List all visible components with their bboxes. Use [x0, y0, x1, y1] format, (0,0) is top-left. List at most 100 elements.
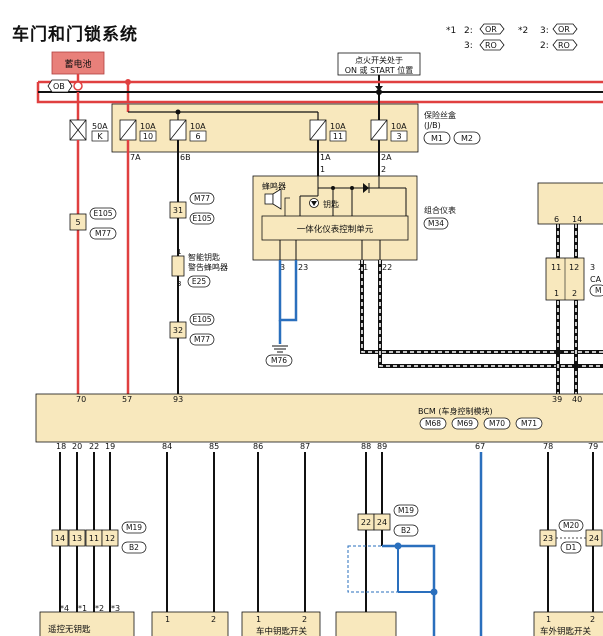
combo-unit-label: 一体化仪表控制单元 [297, 224, 374, 235]
outer-key-switch [533, 611, 603, 636]
comp3-pin2: 2 [590, 615, 595, 624]
bcm-label: BCM (车身控制模块) [418, 406, 493, 416]
combo-key-label: 钥匙 [323, 199, 339, 209]
bcm-pin-79: 79 [588, 442, 598, 451]
bcm-pin-93: 93 [173, 395, 183, 404]
note2-conn2 [552, 39, 578, 51]
right-block-pin1: 6 [554, 215, 559, 224]
fuse-box-label2: (J/B) [424, 121, 441, 130]
m19-pin-11: 11 [89, 534, 99, 543]
fuse-11-id: 11 [333, 132, 343, 141]
m19-pin-13: 13 [72, 534, 82, 543]
bcm-pin-18: 18 [56, 442, 66, 451]
note2-value1: 3: [540, 26, 549, 36]
fuse-pin-6b: 6B [180, 153, 191, 162]
fuse-3-id: 3 [396, 132, 401, 141]
note1-conn2-label: RO [485, 41, 497, 50]
fuse-box-conn2-label: M2 [461, 134, 473, 143]
center-key-switch [241, 611, 321, 636]
note1-value1: 2: [464, 26, 473, 36]
power-bus [36, 74, 603, 104]
bcm-conn-m70: M70 [489, 419, 505, 428]
m77-pin-label: 31 [173, 206, 183, 215]
m20-conn1: M20 [563, 521, 579, 530]
comp1-pin1: 1 [165, 615, 170, 624]
bcm-pin-84: 84 [162, 442, 172, 451]
combo-pin2: 2 [381, 165, 386, 174]
m77-conn2: E105 [192, 214, 211, 223]
m19-conn1: M19 [126, 523, 142, 532]
m19b-conn2: B2 [401, 526, 411, 535]
bcm-pin-85: 85 [209, 442, 219, 451]
m20-pin-24: 24 [589, 534, 599, 543]
fuse-pin-7a: 7A [130, 153, 141, 162]
key-buzzer-pin2: 3 [177, 280, 181, 288]
ob-connector [47, 79, 73, 93]
page-title: 车门和门锁系统 [12, 25, 138, 45]
can-label2: CA [590, 275, 602, 284]
comp2-pin1: 1 [256, 615, 261, 624]
conn32-conn1: E105 [192, 315, 211, 324]
can-label: 3 [590, 263, 595, 272]
combo-buzzer-label: 蜂鸣器 [262, 181, 286, 191]
bcm-pin-67: 67 [475, 442, 485, 451]
star-4: *4 [60, 604, 69, 613]
fuse-box-conn1 [423, 131, 451, 145]
conn32-pin-label: 32 [173, 326, 183, 335]
note1-conn1 [479, 23, 505, 35]
m19-conn2: B2 [129, 543, 139, 552]
note1-value2: 3: [464, 41, 473, 51]
can-pin-12: 12 [569, 263, 579, 272]
note2-mark: *2 [518, 26, 528, 36]
bcm-pin-40: 40 [572, 395, 582, 404]
m19b-conn1: M19 [398, 506, 414, 515]
combo-label: 组合仪表 [424, 205, 456, 215]
fuse-box-conn1-label: M1 [431, 134, 443, 143]
remote-keyless-box [39, 611, 135, 636]
fuse-pin-1a: 1A [320, 153, 331, 162]
component-84-85 [151, 611, 229, 636]
m20-pin-23: 23 [543, 534, 553, 543]
note2-conn2-label: RO [558, 41, 570, 50]
combo-conn: M34 [428, 219, 444, 228]
m19-pin-12: 12 [105, 534, 115, 543]
bcm-pin-89: 89 [377, 442, 387, 451]
e105-conn2: M77 [95, 229, 111, 238]
fuse-pin-2a: 2A [381, 153, 392, 162]
battery-label: 蓄电池 [64, 58, 91, 70]
e105-conn1: E105 [93, 209, 112, 218]
bcm-pin-39: 39 [552, 395, 562, 404]
right-block [537, 182, 603, 225]
combo-pin-3: 3 [280, 263, 285, 272]
fuse-10-id: 10 [143, 132, 153, 141]
e105-pin [69, 213, 87, 231]
comp2-pin2: 2 [302, 615, 307, 624]
conn32-conn2: M77 [194, 335, 210, 344]
combo-unit [261, 215, 409, 241]
outer-key-switch-label: 车外钥匙开关 [540, 626, 592, 636]
ground-conn: M76 [271, 356, 287, 365]
fuse-11-amp: 10A [330, 122, 346, 131]
can-wires [360, 224, 603, 394]
key-buzzer-label1: 智能钥匙 [188, 252, 220, 262]
can-pin-11: 11 [551, 263, 561, 272]
note1-mark: *1 [446, 26, 456, 36]
component-88-89 [335, 611, 397, 636]
remote-keyless-label: 遥控无钥匙 [48, 624, 91, 635]
bcm-box [35, 393, 603, 443]
can-label3: M [595, 286, 601, 295]
ignition-line2: ON 或 START 位置 [345, 65, 414, 75]
bcm-pin-20: 20 [72, 442, 82, 451]
combo-pin-23: 23 [298, 263, 308, 272]
bcm-pin-57: 57 [122, 395, 132, 404]
m19b-pin-24: 24 [377, 518, 387, 527]
note2-value2: 2: [540, 41, 549, 51]
bcm-pin-87: 87 [300, 442, 310, 451]
m77-pin [169, 201, 187, 219]
can-pin-1: 1 [554, 289, 559, 298]
fuse-6-amp: 10A [190, 122, 206, 131]
center-key-switch-label: 车中钥匙开关 [256, 626, 308, 636]
fuse-box-label1: 保险丝盒 [424, 110, 456, 120]
fuse-3-amp: 10A [391, 122, 407, 131]
